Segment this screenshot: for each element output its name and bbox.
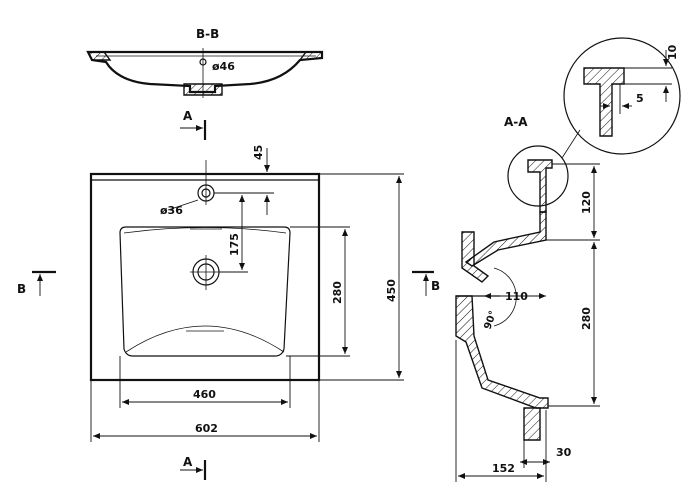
cut-line-a-top: A xyxy=(180,109,207,140)
cut-line-b-left: B xyxy=(17,270,56,296)
tap-hole-dim: ø36 xyxy=(160,204,183,217)
section-bb-label: B-B xyxy=(196,27,219,41)
section-aa-label: A-A xyxy=(504,115,528,129)
cut-b-right-label: B xyxy=(431,279,440,293)
section-base-width-dim: 152 xyxy=(492,462,515,475)
plan-view: ø36 45 175 280 450 460 602 xyxy=(89,145,404,442)
section-lip-dim: 30 xyxy=(556,446,572,459)
section-bb-view: B-B ø46 xyxy=(86,27,324,98)
section-top-height-dim: 120 xyxy=(580,191,593,214)
cut-a-bottom-label: A xyxy=(183,455,193,469)
drain-hole-section-dim: ø46 xyxy=(212,60,235,73)
detail-side-dim: 5 xyxy=(636,92,644,105)
angle-dim: 90° xyxy=(482,309,499,331)
bowl-depth-dim: 280 xyxy=(331,281,344,304)
section-bowl-height-dim: 280 xyxy=(580,307,593,330)
detail-top-dim: 10 xyxy=(666,44,679,60)
drain-offset-dim: 175 xyxy=(228,233,241,256)
section-aa-view: A-A 10 5 120 xyxy=(455,37,681,482)
overall-depth-dim: 450 xyxy=(385,279,398,302)
detail-magnified: 10 5 xyxy=(563,37,681,155)
cut-line-b-right: B xyxy=(412,270,440,296)
overall-width-dim: 602 xyxy=(195,422,218,435)
overflow-dim: 110 xyxy=(505,290,528,303)
cut-b-left-label: B xyxy=(17,282,26,296)
cut-line-a-bottom: A xyxy=(180,455,207,480)
bowl-width-dim: 460 xyxy=(193,388,216,401)
tap-offset-dim: 45 xyxy=(252,145,265,160)
cut-a-top-label: A xyxy=(183,109,193,123)
